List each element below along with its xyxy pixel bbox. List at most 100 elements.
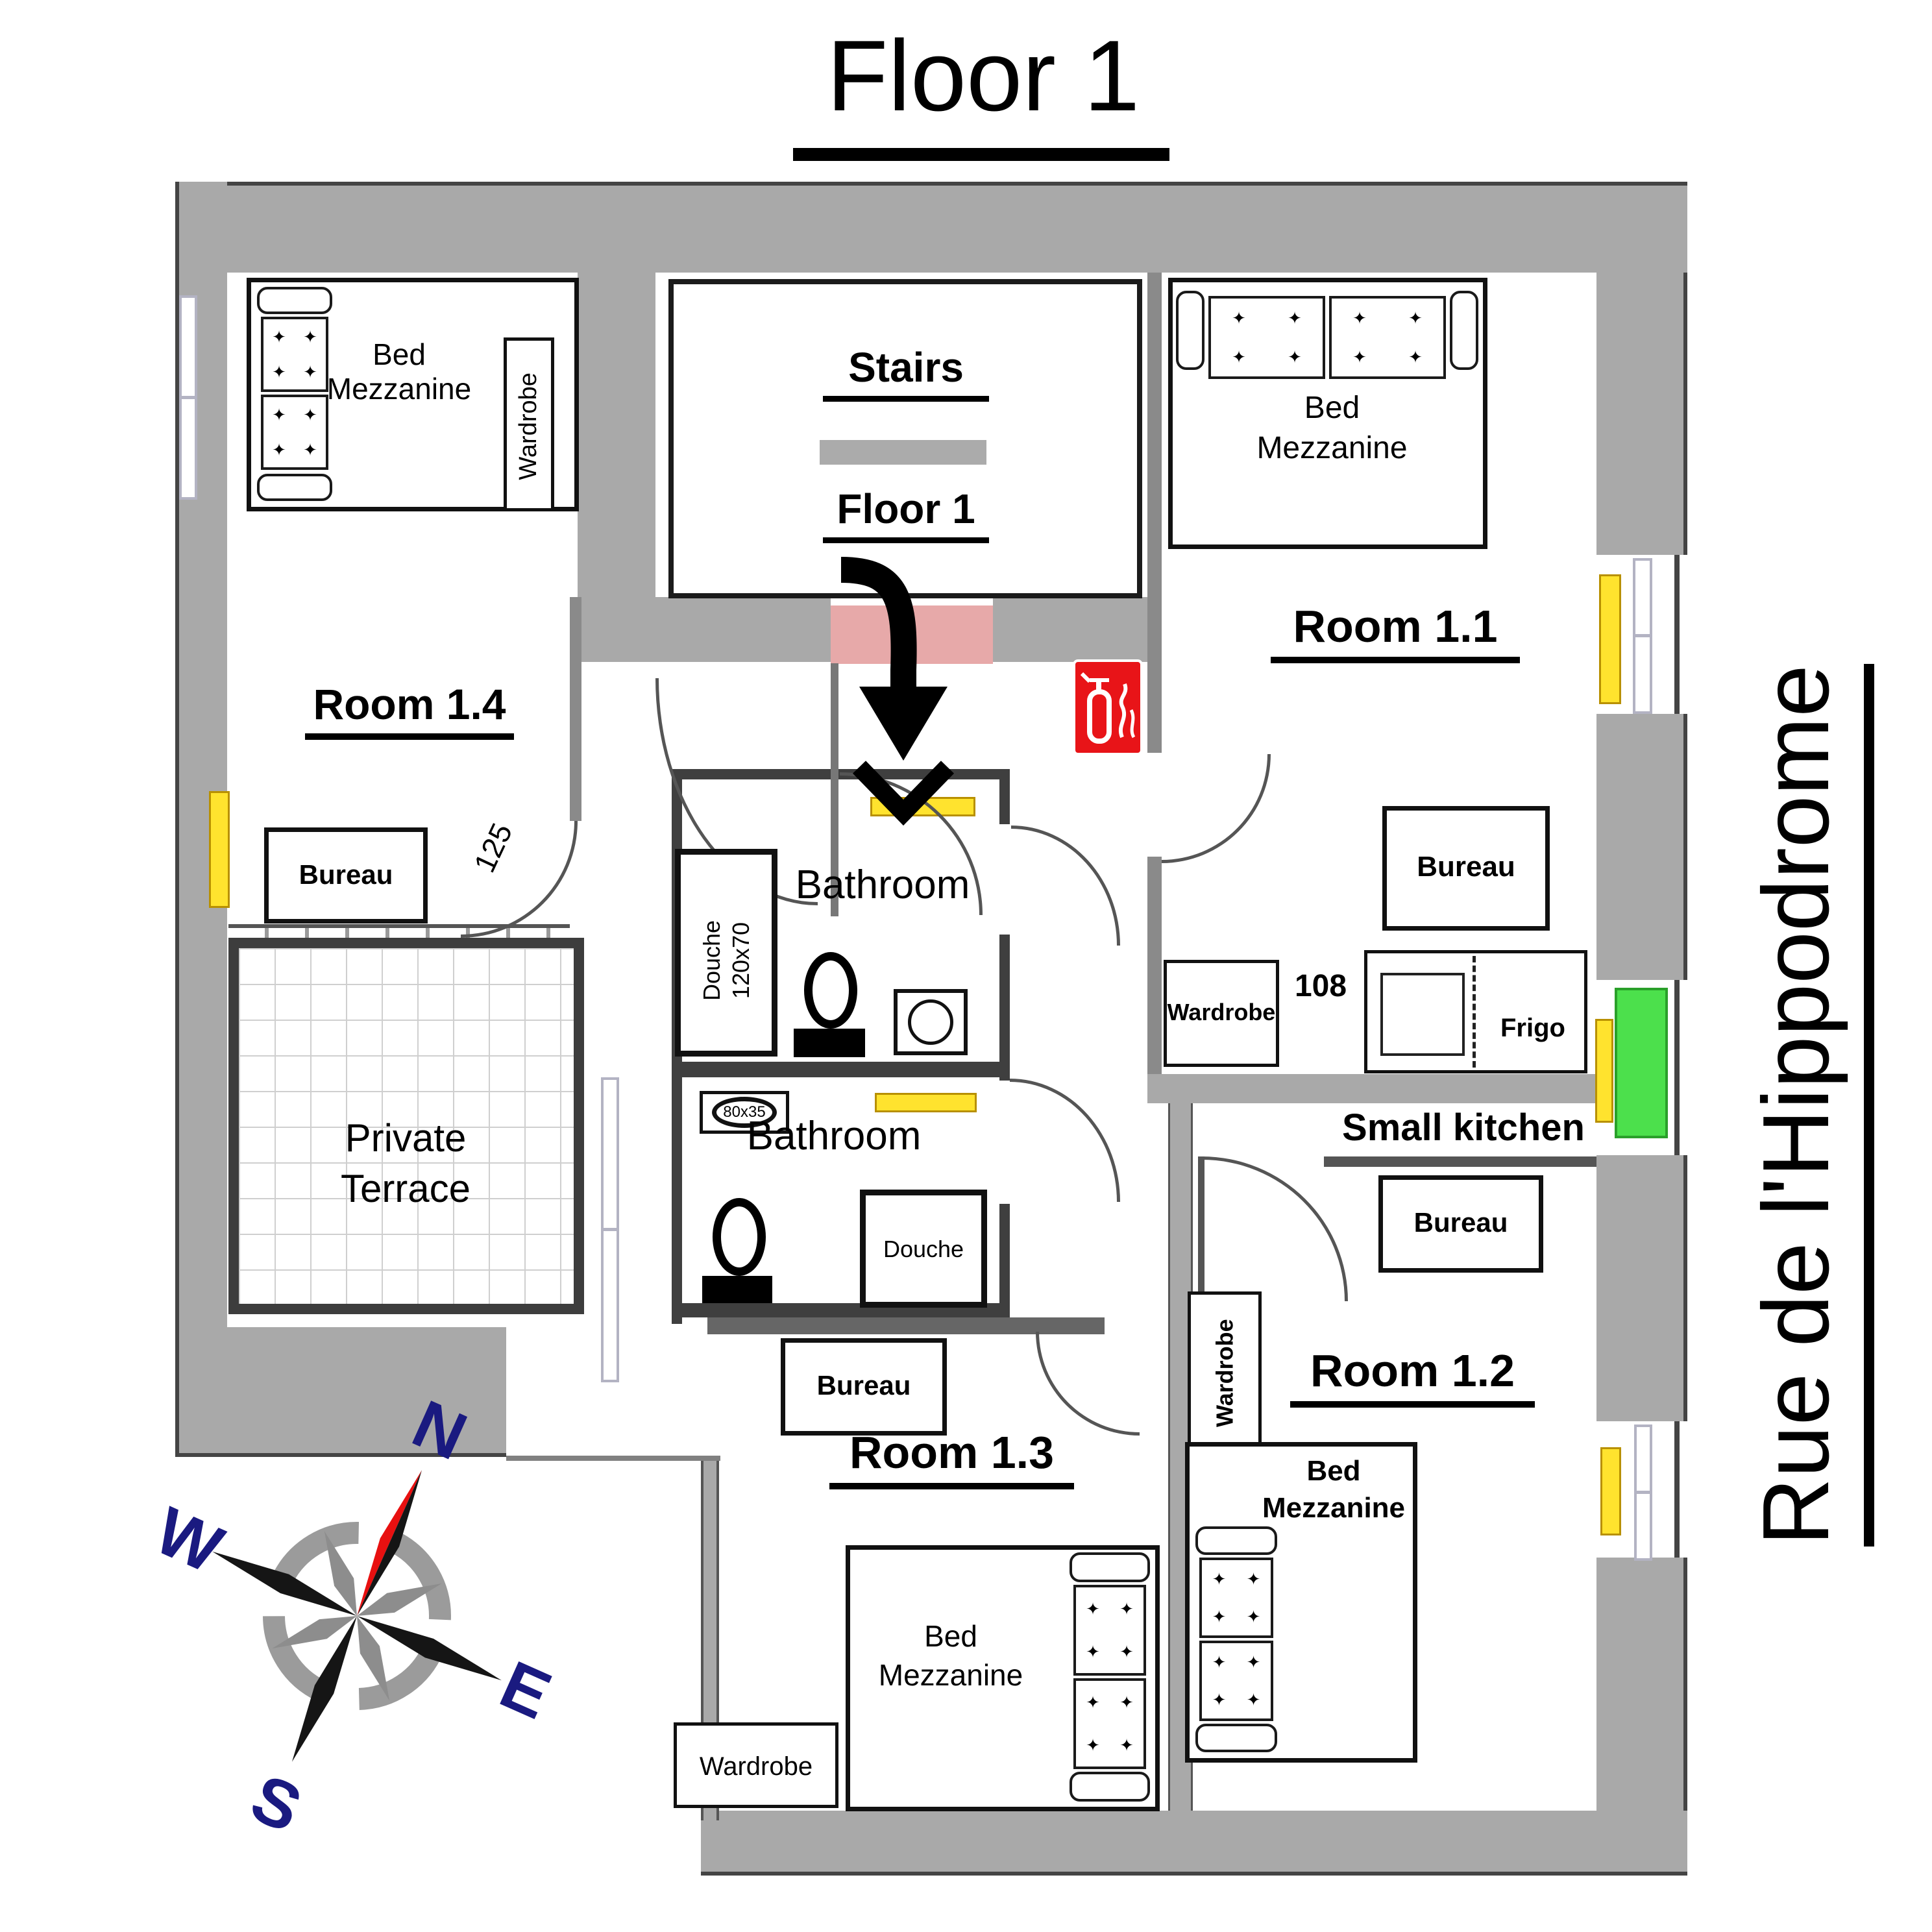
room11-bed-label: Bed Mezzanine (1230, 388, 1434, 469)
room14-bureau: Bureau (264, 827, 428, 923)
compass-rose: N E S W (145, 1386, 562, 1848)
wall-bottom (701, 1811, 1687, 1876)
wall-bath-right-b (999, 935, 1010, 1081)
kitchen-wardrobe-label: Wardrobe (1167, 999, 1276, 1025)
door-arc-bathroom1 (1011, 825, 1120, 946)
room12-bed-sofa: ✦✦✦✦ ✦✦✦✦ (1190, 1526, 1288, 1755)
door-arc-room13 (1036, 1332, 1140, 1436)
sparkle-icon: ✦ (303, 440, 317, 459)
sparkle-icon: ✦ (272, 362, 286, 382)
street-name: Rue de l'Hippodrome (1741, 664, 1874, 1547)
compass-s-label: S (240, 1760, 312, 1847)
wall-bottom-left-band (175, 1327, 506, 1457)
room11-bed-sofa: ✦✦✦✦ ✦✦✦✦ (1176, 286, 1480, 395)
bathroom2-sink-oval: 80x35 (712, 1097, 777, 1128)
window-corridor-terrace (601, 1077, 619, 1382)
room14-bed-label: Bed Mezzanine (321, 337, 477, 406)
room13-bureau-label: Bureau (816, 1370, 911, 1400)
bathroom1-washer (894, 989, 968, 1055)
room14-bureau-label: Bureau (299, 859, 393, 890)
private-terrace (228, 938, 584, 1314)
sparkle-icon: ✦ (1232, 308, 1246, 328)
room13-label: Room 1.3 (829, 1426, 1074, 1489)
kitchen-dim-108: 108 (1294, 969, 1347, 1003)
room14-wardrobe-label: Wardrobe (515, 373, 543, 480)
sparkle-icon: ✦ (1212, 1652, 1227, 1672)
door-leaf-room12 (1198, 1156, 1204, 1302)
sofa-armrest (1070, 1552, 1150, 1582)
sparkle-icon: ✦ (1086, 1599, 1100, 1619)
frigo-label: Frigo (1500, 1014, 1565, 1042)
sparkle-icon: ✦ (1246, 1569, 1261, 1589)
wall-kitchen-bottom (1147, 1074, 1596, 1103)
terrace-label-line2: Terrace (340, 1167, 471, 1210)
outer-edge-door (1674, 980, 1680, 1155)
bed-label-line2: Mezzanine (878, 1657, 1023, 1692)
room14-wardrobe: Wardrobe (504, 337, 554, 511)
room12-wardrobe: Wardrobe (1188, 1291, 1262, 1449)
sparkle-icon: ✦ (272, 440, 286, 459)
bathroom2-label: Bathroom (746, 1114, 922, 1158)
sofa-armrest (257, 474, 332, 501)
bed-label-line1: Bed (1306, 1455, 1361, 1487)
kitchen-wardrobe: Wardrobe (1164, 960, 1279, 1067)
window-room11-right (1633, 558, 1652, 714)
radiator-room12 (1600, 1447, 1621, 1535)
room11-label: Room 1.1 (1271, 600, 1520, 663)
sofa-armrest (1176, 291, 1204, 370)
door-arc-room11 (1162, 754, 1271, 863)
sofa-armrest (257, 287, 332, 314)
fire-extinguisher-icon (1073, 659, 1143, 755)
bed-label-line2: Mezzanine (1256, 431, 1408, 466)
sofa-armrest (1450, 291, 1478, 370)
room13-wardrobe: Wardrobe (674, 1722, 838, 1808)
sparkle-icon: ✦ (1352, 347, 1367, 367)
page-title: Floor 1 (826, 19, 1140, 132)
sparkle-icon: ✦ (272, 405, 286, 424)
wall-stairs-bottom-left (578, 597, 831, 662)
window-bar (1637, 1491, 1650, 1494)
bed-label-line2: Mezzanine (326, 371, 472, 406)
building-edge-line (506, 1456, 720, 1461)
sparkle-icon: ✦ (1288, 308, 1302, 328)
wall-room11-left-b (1147, 857, 1162, 1074)
room12-label: Room 1.2 (1290, 1345, 1535, 1408)
compass-n-label: N (402, 1386, 477, 1475)
window-room14-left (179, 295, 197, 500)
bathroom1-douche: Douche 120x70 (675, 849, 777, 1057)
sofa-cushion: ✦✦✦✦ (261, 317, 328, 392)
sofa-cushion: ✦✦✦✦ (1199, 1558, 1273, 1638)
outer-edge-window1 (1674, 555, 1680, 714)
wall-right-seg1 (1596, 273, 1687, 555)
radiator-room11 (1599, 574, 1621, 704)
compass-e-label: E (490, 1647, 562, 1734)
sparkle-icon: ✦ (1086, 1693, 1100, 1712)
kitchen-counter: Frigo (1364, 950, 1587, 1073)
bed-label-line1: Bed (1304, 391, 1360, 425)
window-bar (182, 395, 195, 399)
douche-label-line2: 120x70 (728, 922, 754, 999)
room12-bed-label: Bed Mezzanine (1253, 1452, 1415, 1526)
bathroom2-douche-label: Douche (883, 1236, 964, 1262)
sofa-cushion: ✦✦✦✦ (1073, 1678, 1146, 1769)
sparkle-icon: ✦ (1119, 1693, 1134, 1712)
radiator-room14 (209, 791, 230, 908)
sparkle-icon: ✦ (303, 405, 317, 424)
bathroom2-douche: Douche (860, 1190, 987, 1308)
door-arc-room12 (1202, 1156, 1348, 1301)
kitchen-exterior-door-green (1615, 988, 1668, 1138)
wall-bath-right-c (999, 1204, 1010, 1304)
radiator-bathroom2 (875, 1093, 977, 1112)
wall-top (175, 182, 1687, 273)
sofa-armrest (1070, 1772, 1150, 1802)
private-terrace-label: Private Terrace (286, 1113, 526, 1214)
room13-bed-label: Bed Mezzanine (853, 1617, 1048, 1695)
kitchen-counter-divider (1473, 956, 1476, 1068)
room12-bureau: Bureau (1378, 1175, 1543, 1273)
sofa-cushion: ✦✦✦✦ (1199, 1641, 1273, 1721)
sparkle-icon: ✦ (1119, 1642, 1134, 1661)
page-title-underline (793, 148, 1169, 161)
sparkle-icon: ✦ (1119, 1735, 1134, 1755)
bathroom1-toilet (804, 952, 857, 1029)
